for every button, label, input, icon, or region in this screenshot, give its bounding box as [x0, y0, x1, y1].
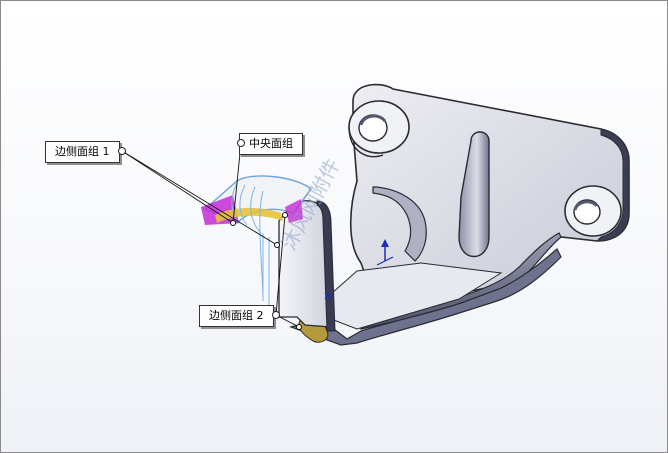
origin-icon — [324, 292, 332, 300]
lower-boss[interactable] — [564, 185, 622, 237]
callout-label: 边侧面组 2 — [209, 309, 264, 322]
callout-anchor-dot — [118, 147, 126, 155]
base-flange[interactable] — [288, 248, 562, 346]
callout-side-face-group-2[interactable]: 边侧面组 2 — [199, 305, 274, 327]
callout-anchor-dot — [237, 139, 245, 147]
leader-lines — [121, 142, 302, 330]
callout-label: 边侧面组 1 — [55, 145, 110, 158]
callout-center-face-group[interactable]: 中央面组 — [239, 133, 303, 155]
callout-side-face-group-1[interactable]: 边侧面组 1 — [45, 141, 120, 163]
triad-icon — [376, 239, 394, 266]
upper-boss[interactable] — [348, 100, 410, 158]
callout-anchor-dot — [272, 311, 280, 319]
bent-flange[interactable] — [201, 175, 336, 332]
callout-label: 中央面组 — [249, 137, 293, 150]
